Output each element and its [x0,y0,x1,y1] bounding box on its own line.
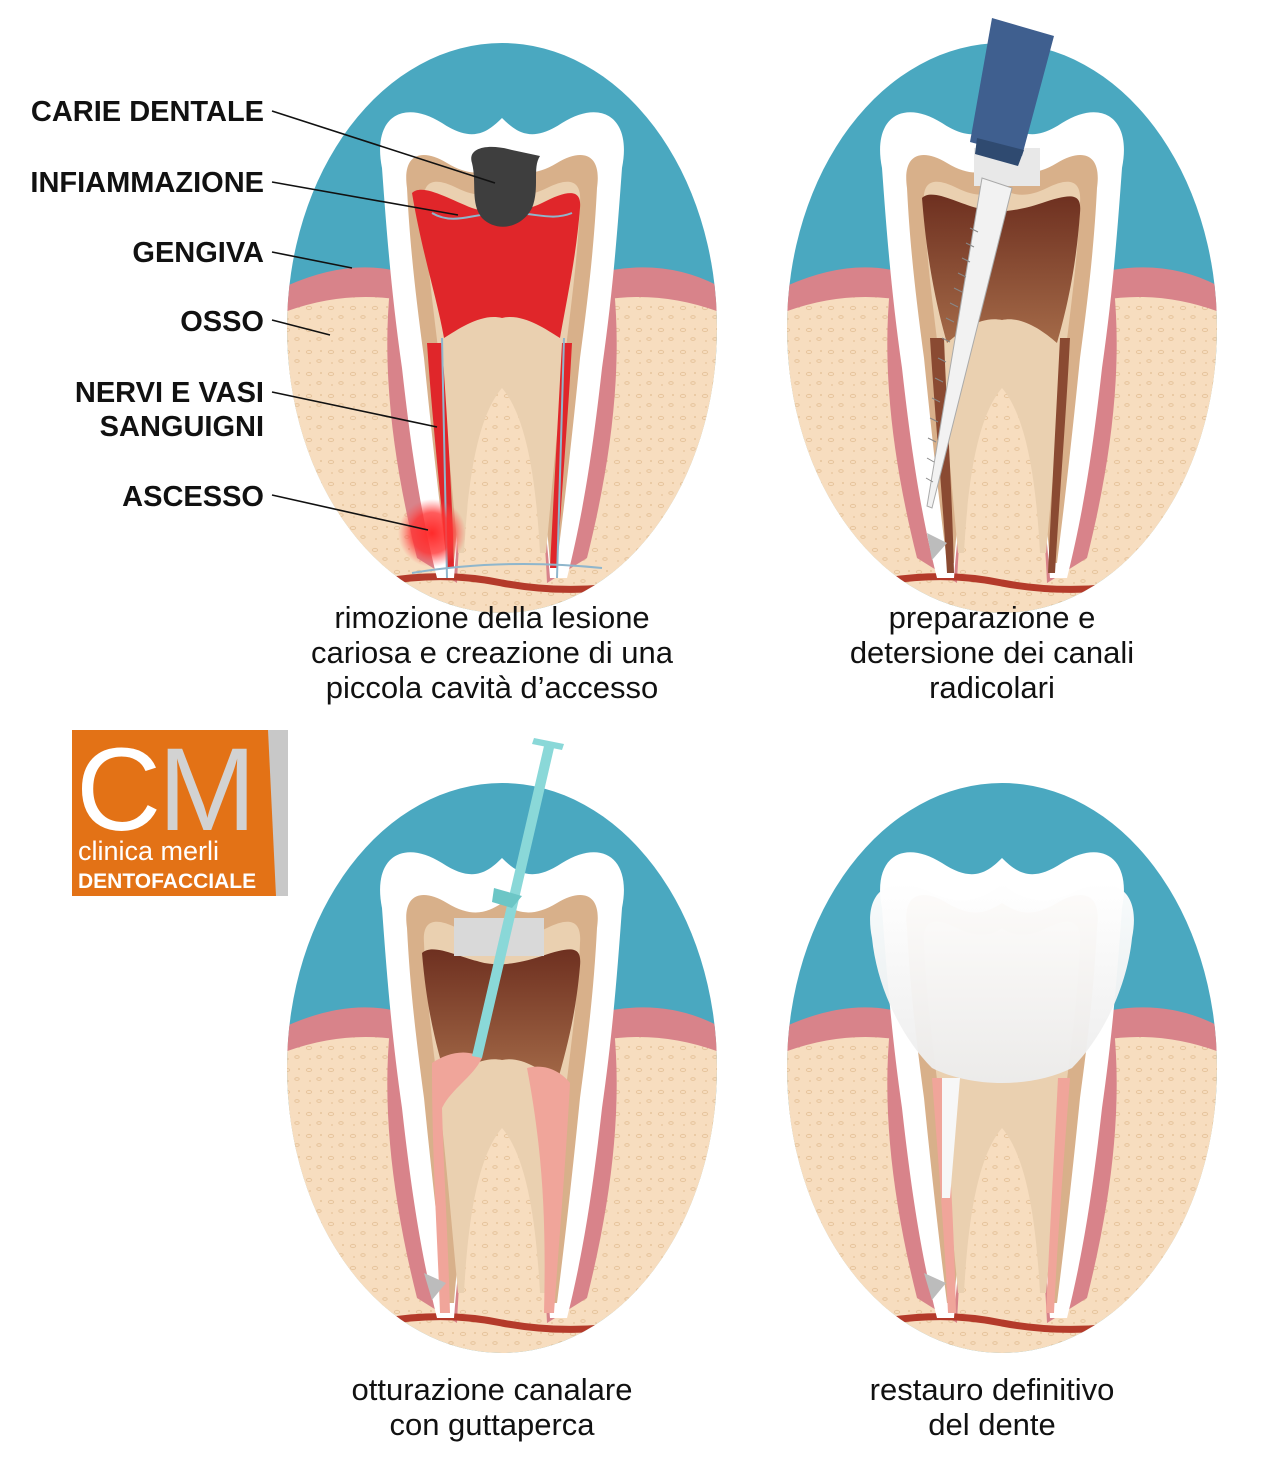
label-carie: CARIE DENTALE [31,96,264,128]
inflamed-pulp [412,189,581,338]
crown [870,883,1134,1083]
label-infiammazione: INFIAMMAZIONE [30,167,264,199]
label-nervi-line2: SANGUIGNI [100,411,264,443]
logo-subtitle: DENTOFACCIALE [78,870,256,893]
panel-2-cleaning [782,18,1222,628]
panel-4-restoration [782,783,1222,1368]
label-gengiva: GENGIVA [132,237,264,269]
caption-step-2: preparazione e detersione dei canali rad… [849,600,1135,705]
abscess [398,499,466,567]
logo-letter-c: C [76,730,161,856]
label-nervi-line1: NERVI E VASI [75,377,264,409]
labels: CARIE DENTALE INFIAMMAZIONE GENGIVA OSSO… [30,96,496,531]
file-handle [970,18,1054,156]
label-ascesso: ASCESSO [122,481,264,513]
panel-3-filling [282,738,722,1368]
caption-step-1: rimozione della lesione cariosa e creazi… [311,600,673,705]
label-osso: OSSO [180,306,264,338]
endodontic-file [926,177,1013,509]
panel-1-caries [282,43,722,628]
caries-spot [471,146,540,227]
clinica-merli-logo: C M clinica merli DENTOFACCIALE [72,730,288,896]
caption-step-4: restauro definitivo del dente [869,1372,1115,1442]
caption-step-3: otturazione canalare con guttaperca [351,1372,633,1442]
logo-letter-m: M [158,730,256,856]
logo-name: clinica merli [78,836,219,866]
